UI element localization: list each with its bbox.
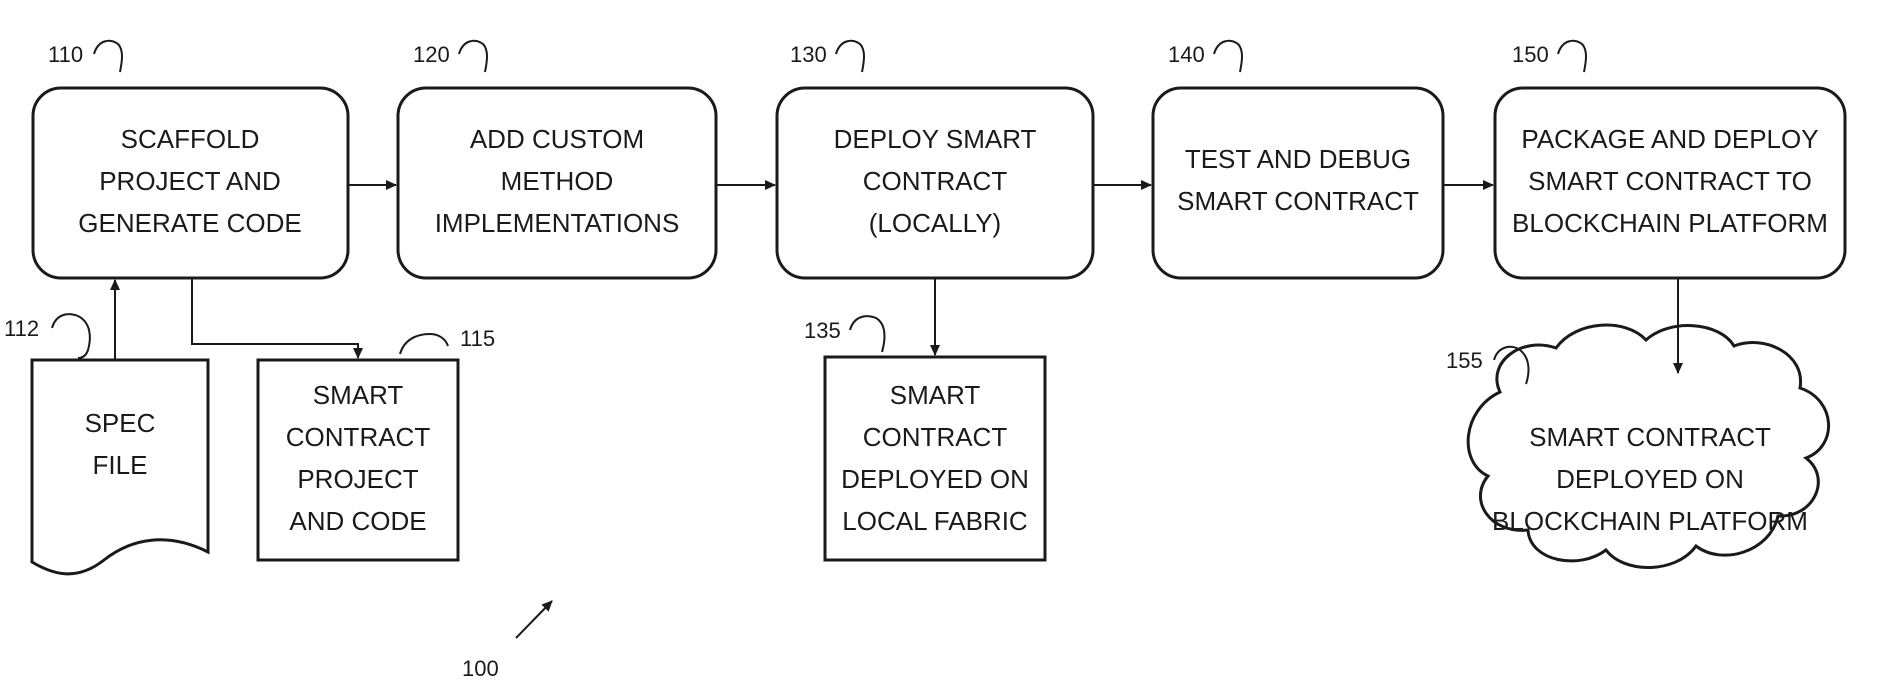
spec-file-line-1: SPEC bbox=[85, 408, 156, 438]
step-110-line-1: SCAFFOLD bbox=[121, 124, 260, 154]
ref-112-leader bbox=[52, 314, 90, 358]
project-code-line-3: PROJECT bbox=[297, 464, 418, 494]
local-fabric-line-2: CONTRACT bbox=[863, 422, 1008, 452]
step-130-line-1: DEPLOY SMART bbox=[834, 124, 1037, 154]
step-140-line-1: TEST AND DEBUG bbox=[1185, 144, 1411, 174]
figure-ref-100: 100 bbox=[462, 656, 499, 681]
project-code-line-2: CONTRACT bbox=[286, 422, 431, 452]
step-150-line-2: SMART CONTRACT TO bbox=[1528, 166, 1812, 196]
arrow-110-to-project bbox=[192, 278, 358, 358]
local-fabric-line-3: DEPLOYED ON bbox=[841, 464, 1029, 494]
local-fabric-box: SMART CONTRACT DEPLOYED ON LOCAL FABRIC bbox=[825, 357, 1045, 560]
ref-120: 120 bbox=[413, 42, 450, 67]
spec-file-line-2: FILE bbox=[93, 450, 148, 480]
blockchain-line-3: BLOCKCHAIN PLATFORM bbox=[1492, 506, 1808, 536]
ref-115: 115 bbox=[460, 326, 495, 351]
step-130-line-2: CONTRACT bbox=[863, 166, 1008, 196]
ref-135: 135 bbox=[804, 318, 841, 343]
step-110-scaffold: SCAFFOLD PROJECT AND GENERATE CODE bbox=[33, 88, 348, 278]
step-140-test-debug: TEST AND DEBUG SMART CONTRACT bbox=[1153, 88, 1443, 278]
step-140-line-2: SMART CONTRACT bbox=[1177, 186, 1419, 216]
local-fabric-line-4: LOCAL FABRIC bbox=[842, 506, 1027, 536]
blockchain-line-2: DEPLOYED ON bbox=[1556, 464, 1744, 494]
step-150-line-1: PACKAGE AND DEPLOY bbox=[1521, 124, 1818, 154]
figure-ref-arrow bbox=[516, 601, 552, 638]
project-code-box: SMART CONTRACT PROJECT AND CODE bbox=[258, 360, 458, 560]
step-130-deploy-locally: DEPLOY SMART CONTRACT (LOCALLY) bbox=[777, 88, 1093, 278]
ref-115-leader bbox=[400, 334, 448, 354]
step-refs: 110 120 130 140 150 bbox=[48, 41, 1586, 72]
step-110-line-2: PROJECT AND bbox=[99, 166, 281, 196]
ref-135-leader bbox=[850, 316, 884, 352]
blockchain-line-1: SMART CONTRACT bbox=[1529, 422, 1771, 452]
ref-110: 110 bbox=[48, 42, 83, 67]
ref-150-leader bbox=[1558, 41, 1586, 72]
project-code-line-4: AND CODE bbox=[289, 506, 426, 536]
spec-file-document: SPEC FILE bbox=[32, 360, 208, 574]
ref-130: 130 bbox=[790, 42, 827, 67]
step-130-line-3: (LOCALLY) bbox=[869, 208, 1001, 238]
step-150-package-deploy: PACKAGE AND DEPLOY SMART CONTRACT TO BLO… bbox=[1495, 88, 1845, 278]
step-110-line-3: GENERATE CODE bbox=[78, 208, 301, 238]
ref-140-leader bbox=[1214, 41, 1242, 72]
ref-140: 140 bbox=[1168, 42, 1205, 67]
local-fabric-line-1: SMART bbox=[890, 380, 981, 410]
ref-110-leader bbox=[94, 41, 122, 72]
step-120-custom-methods: ADD CUSTOM METHOD IMPLEMENTATIONS bbox=[398, 88, 716, 278]
blockchain-cloud: SMART CONTRACT DEPLOYED ON BLOCKCHAIN PL… bbox=[1468, 325, 1828, 567]
step-150-line-3: BLOCKCHAIN PLATFORM bbox=[1512, 208, 1828, 238]
ref-155: 155 bbox=[1446, 348, 1483, 373]
step-120-line-1: ADD CUSTOM bbox=[470, 124, 644, 154]
step-120-line-2: METHOD bbox=[501, 166, 614, 196]
project-code-line-1: SMART bbox=[313, 380, 404, 410]
ref-150: 150 bbox=[1512, 42, 1549, 67]
ref-120-leader bbox=[459, 41, 487, 72]
ref-112: 112 bbox=[4, 316, 39, 341]
ref-130-leader bbox=[836, 41, 864, 72]
step-120-line-3: IMPLEMENTATIONS bbox=[435, 208, 680, 238]
